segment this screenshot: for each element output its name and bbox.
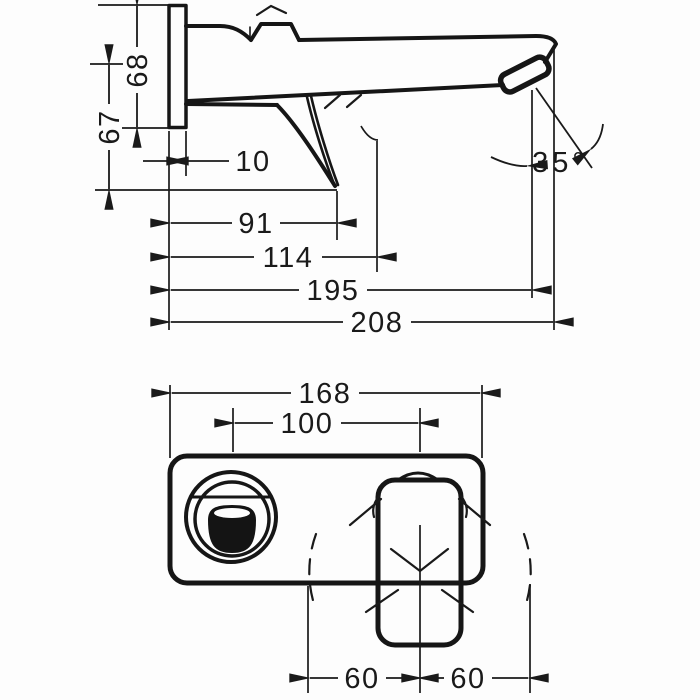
handle-swing-arcs bbox=[308, 532, 532, 612]
dim-60-right: 60 bbox=[401, 663, 549, 695]
spout-outlet-inner-ring bbox=[193, 480, 271, 558]
side-view: 68 67 10 91 114 195 bbox=[90, 0, 604, 339]
dim-91: 91 bbox=[150, 208, 357, 240]
faucet-side-outline bbox=[167, 3, 558, 188]
dim-67-label: 67 bbox=[94, 109, 126, 144]
wall-plate-side bbox=[167, 3, 188, 130]
lever-handle-side bbox=[275, 103, 337, 188]
dim-208-label: 208 bbox=[351, 307, 404, 339]
front-extension-lines bbox=[169, 385, 531, 693]
dim-91-label: 91 bbox=[238, 208, 273, 240]
dim-168-label: 168 bbox=[299, 378, 352, 410]
lever-handle-edge-lines bbox=[305, 94, 340, 187]
spout-profile bbox=[184, 24, 558, 107]
front-view: 168 100 60 60 bbox=[151, 378, 549, 695]
dim-10-label: 10 bbox=[235, 146, 270, 178]
lever-top-knob bbox=[249, 22, 301, 42]
aerator-front bbox=[207, 504, 257, 554]
dim-195: 195 bbox=[150, 275, 552, 307]
dim-100: 100 bbox=[214, 408, 439, 440]
dim-68: 68 bbox=[122, 0, 154, 148]
dim-67: 67 bbox=[94, 44, 126, 210]
spray-angle-leader-left bbox=[490, 156, 548, 170]
aerator-side bbox=[497, 54, 552, 95]
lever-swing-tick-marks bbox=[323, 93, 363, 110]
aerator-front-highlight bbox=[214, 508, 250, 518]
faucet-front-outline bbox=[167, 453, 532, 648]
spout-outlet-outer-ring bbox=[184, 470, 278, 564]
dim-60-right-label: 60 bbox=[450, 663, 485, 695]
dim-168: 168 bbox=[151, 378, 501, 410]
dim-68-label: 68 bbox=[122, 52, 154, 87]
dim-208: 208 bbox=[150, 307, 574, 339]
spray-angle: 35° bbox=[490, 87, 604, 179]
dim-60-left: 60 bbox=[289, 663, 439, 695]
spray-angle-leader-right bbox=[571, 123, 604, 166]
dim-195-label: 195 bbox=[307, 275, 360, 307]
dim-60-left-label: 60 bbox=[344, 663, 379, 695]
dim-100-label: 100 bbox=[281, 408, 334, 440]
dim-10: 10 bbox=[143, 146, 270, 178]
dim-114: 114 bbox=[150, 242, 397, 274]
spray-angle-label: 35° bbox=[532, 147, 588, 179]
lever-motion-caret bbox=[255, 4, 288, 17]
dim-114-label: 114 bbox=[263, 242, 314, 274]
